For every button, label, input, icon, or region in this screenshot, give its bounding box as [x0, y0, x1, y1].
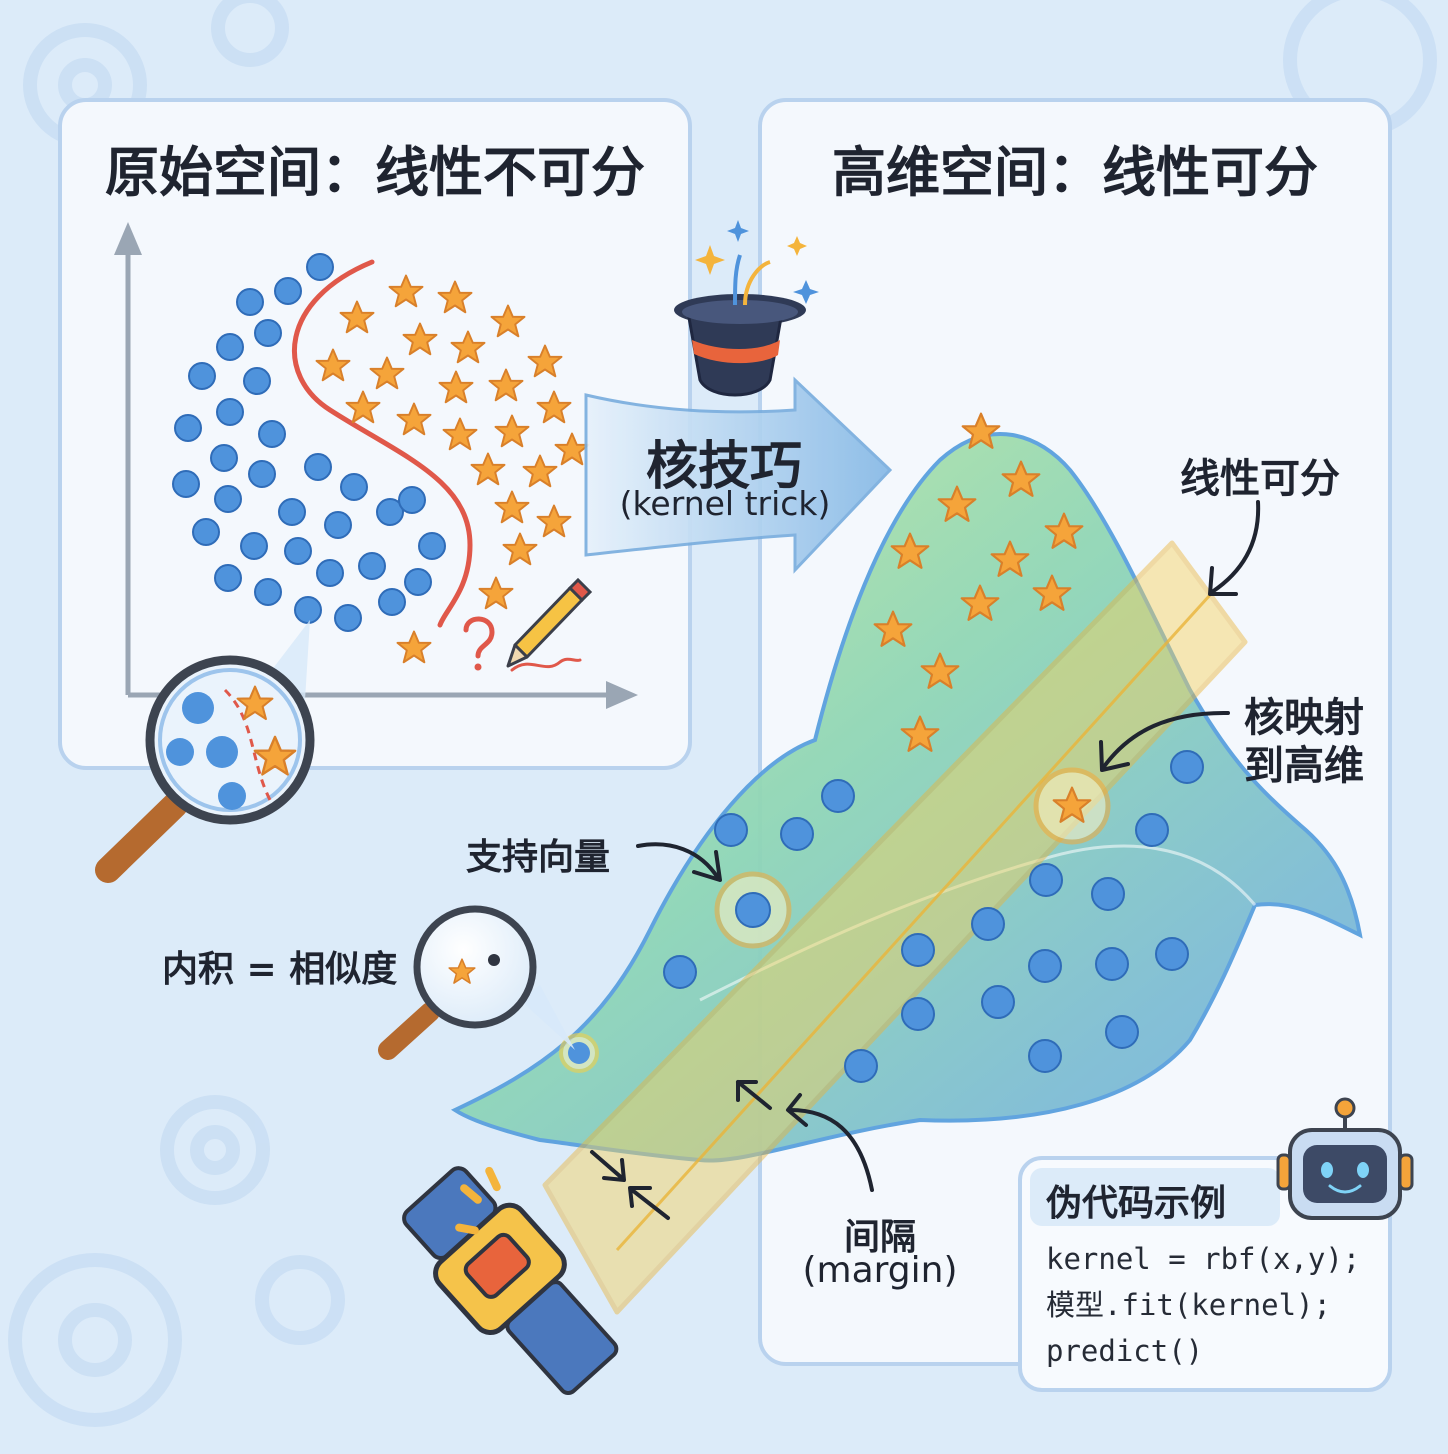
pointer-arrows	[590, 500, 1261, 1220]
code-box	[1018, 1156, 1392, 1392]
point-circle	[274, 277, 302, 305]
point-circle	[172, 470, 200, 498]
point-circle	[214, 485, 242, 513]
point-circle	[240, 532, 268, 560]
kernel-mapping-line-1: 核映射	[1244, 695, 1364, 741]
point-circle	[316, 559, 344, 587]
point-circle	[714, 813, 748, 847]
kernel-trick-label: 核技巧	[645, 437, 802, 497]
gear-icon	[160, 1095, 270, 1205]
point-circle	[243, 367, 271, 395]
point-circle	[844, 1049, 878, 1083]
left-panel-title: 原始空间：线性不可分	[105, 141, 645, 204]
point-circle	[254, 319, 282, 347]
code-box-body: kernel = rbf(x,y); 模型.fit(kernel); predi…	[1046, 1236, 1360, 1374]
point-circle	[1155, 937, 1189, 971]
point-circle	[188, 362, 216, 390]
inner-product-label: 内积 = 相似度	[162, 949, 398, 990]
point-circle	[1105, 1015, 1139, 1049]
magic-hat-icon	[674, 254, 806, 397]
point-circle	[294, 596, 322, 624]
point-circle	[248, 460, 276, 488]
point-circle	[663, 955, 697, 989]
point-circle	[236, 288, 264, 316]
class-a-points	[172, 253, 446, 632]
point-circle	[304, 453, 332, 481]
point-circle	[358, 552, 386, 580]
kernel-mapping-label: 核映射 到高维	[1244, 694, 1364, 790]
highlighted-mapped-star	[1033, 767, 1111, 845]
point-circle	[174, 414, 202, 442]
right-panel-title: 高维空间：线性可分	[832, 141, 1318, 204]
seatbelt-buckle-icon	[402, 1166, 619, 1396]
point-circle	[1135, 813, 1169, 847]
point-circle	[1091, 877, 1125, 911]
point-circle	[1170, 750, 1204, 784]
point-circle	[214, 564, 242, 592]
point-circle	[780, 817, 814, 851]
point-circle	[284, 537, 312, 565]
sparkle-icon	[727, 220, 819, 304]
nonlinear-boundary-curve	[292, 259, 473, 628]
magnifier-icon	[95, 620, 315, 883]
kernel-trick-arrow	[584, 376, 893, 574]
support-vectors-label: 支持向量	[466, 837, 611, 878]
point-circle	[210, 444, 238, 472]
class-a-mapped-points	[663, 750, 1204, 1083]
point-circle	[1028, 1039, 1062, 1073]
point-circle	[901, 997, 935, 1031]
point-circle	[258, 420, 286, 448]
point-circle	[378, 588, 406, 616]
magnifier-icon	[378, 905, 575, 1060]
point-circle	[376, 498, 404, 526]
gear-icon	[255, 1255, 345, 1345]
point-circle	[254, 578, 282, 606]
point-circle	[306, 253, 334, 281]
point-circle	[216, 398, 244, 426]
code-line: predict()	[1046, 1334, 1204, 1368]
gear-icon	[211, 0, 289, 67]
code-line: kernel = rbf(x,y);	[1046, 1242, 1361, 1276]
robot-icon	[1276, 1097, 1414, 1220]
point-circle	[398, 486, 426, 514]
point-circle	[192, 518, 220, 546]
margin-label: 间隔	[843, 1217, 916, 1258]
code-box-title: 伪代码示例	[1046, 1183, 1227, 1224]
kernel-mapping-line-2: 到高维	[1244, 743, 1364, 789]
point-circle	[324, 511, 352, 539]
sparkle-icon	[695, 236, 807, 275]
point-circle	[278, 498, 306, 526]
point-circle	[1028, 949, 1062, 983]
point-circle	[216, 333, 244, 361]
pencil-icon	[506, 577, 593, 672]
point-circle	[334, 604, 362, 632]
gear-icon	[8, 1253, 182, 1427]
point-circle	[1029, 863, 1063, 897]
kernel-trick-label-en: (kernel trick)	[619, 484, 831, 523]
point-circle	[1095, 947, 1129, 981]
point-circle	[404, 568, 432, 596]
point-circle	[821, 779, 855, 813]
margin-label-en: (margin)	[802, 1250, 958, 1291]
point-circle	[981, 985, 1015, 1019]
code-line: 模型.fit(kernel);	[1046, 1288, 1331, 1322]
linearly-separable-label: 线性可分	[1180, 456, 1340, 502]
point-circle	[340, 473, 368, 501]
point-circle	[418, 532, 446, 560]
question-mark-icon	[463, 616, 495, 671]
highlighted-support-vector	[714, 871, 792, 949]
point-circle	[901, 933, 935, 967]
separating-hyperplane	[542, 540, 1248, 1315]
point-circle	[971, 907, 1005, 941]
